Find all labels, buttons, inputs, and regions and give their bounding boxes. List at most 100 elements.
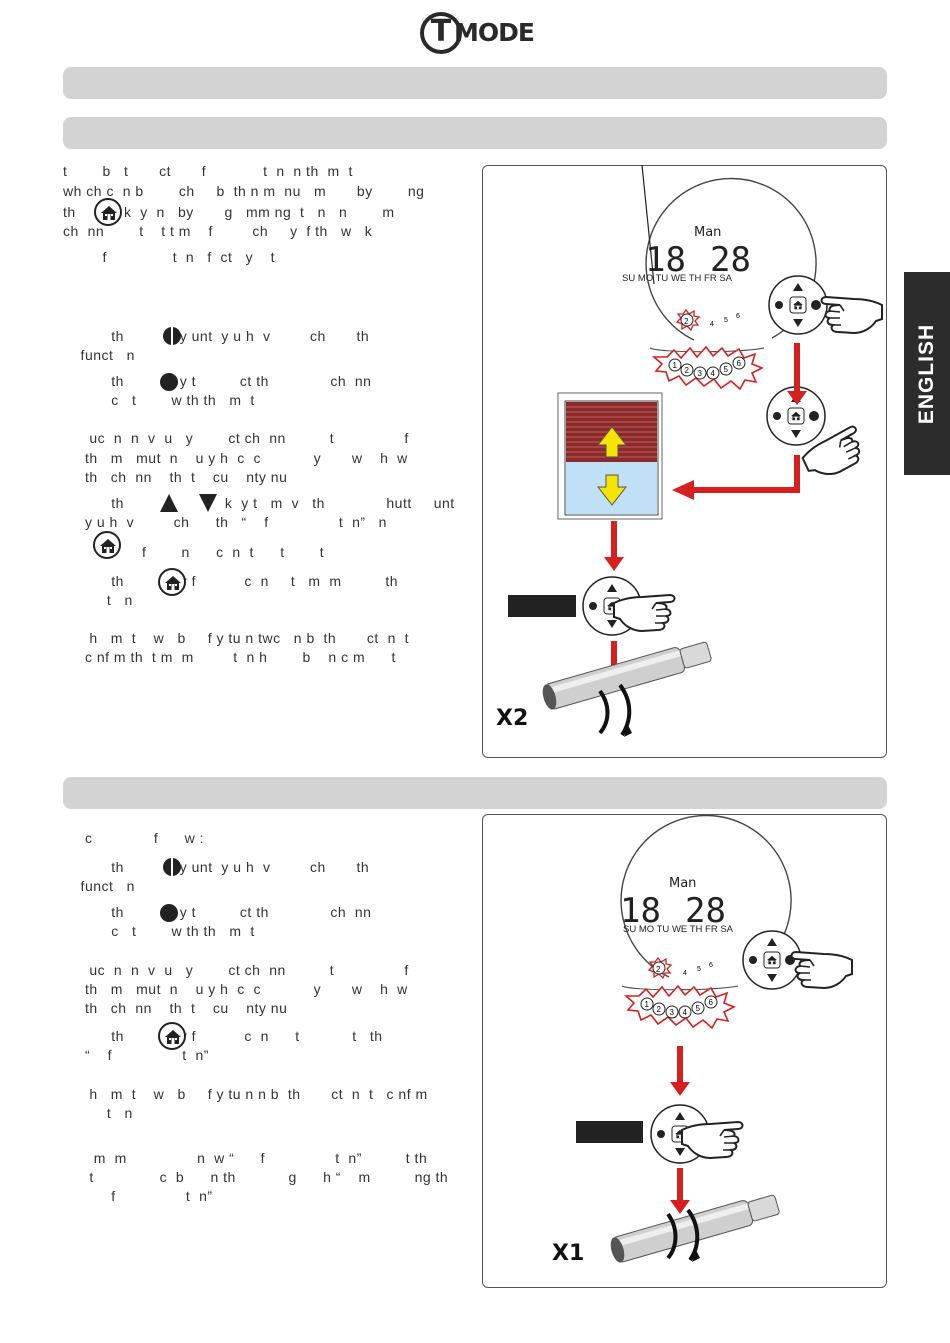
display-hour: 18: [620, 891, 661, 931]
step-line: t c b n th g h “ m ng th: [63, 1169, 449, 1185]
down-key-icon: [199, 494, 217, 512]
svg-text:6: 6: [709, 998, 714, 1007]
svg-text:4: 4: [711, 369, 716, 378]
channel-6: 6: [709, 962, 713, 969]
channel-burst-small: [675, 308, 701, 332]
channel-burst-small: [647, 956, 673, 980]
step-line: uc n n v u y ct ch nn t f: [63, 430, 409, 446]
step-line: h m t w b f y tu n twc n b th ct n t: [63, 630, 410, 646]
remote-display-outline: [620, 814, 792, 978]
step-line: th k y t ct th ch nn: [63, 904, 372, 920]
intro-line: th k y n by g mm ng t n n m: [63, 204, 395, 220]
step-line: th k y unt y u h v ch th: [63, 859, 370, 875]
step-line: c t w th th m t: [63, 392, 255, 408]
channel-5: 5: [697, 966, 701, 973]
intro-line: c f w :: [63, 830, 205, 846]
figure2-box: [482, 814, 887, 1288]
repeat-count: X1: [552, 1241, 584, 1266]
tmode-logo: T MODE: [420, 12, 535, 56]
mode-key-icon: [163, 858, 181, 876]
home-key-icon: [93, 531, 121, 559]
rotation-arrow: [598, 689, 610, 735]
step-line: c t w th th m t: [63, 923, 255, 939]
step-line: m m n w “ f t n” t th: [63, 1150, 428, 1166]
step-line: f n c n t t t: [63, 544, 325, 560]
press-indicator-label: [576, 1121, 643, 1143]
channel-burst-large: [623, 984, 736, 1030]
logo-circle: [420, 12, 462, 54]
display-minute: 28: [685, 891, 726, 931]
selected-channel: 2: [656, 965, 661, 974]
step-line: t n: [63, 592, 133, 608]
section2-title-bar: [63, 777, 887, 809]
step-line: h m t w b f y tu n n b th ct n t c nf m: [63, 1086, 428, 1102]
up-key-icon: [160, 494, 178, 512]
step-line: funct n: [63, 878, 135, 894]
intro-line: wh ch c n b ch b th n m nu m by ng: [63, 183, 425, 199]
selected-channel: 2: [684, 317, 689, 326]
step-line: “ f t n”: [63, 1047, 209, 1063]
home-key-icon: [158, 1022, 186, 1050]
step-line: funct n: [63, 347, 135, 363]
section1-title-bar: [63, 117, 887, 149]
arrow-red: [677, 1046, 683, 1086]
intro-line: ch nn t t t m f ch y f th w k: [63, 223, 373, 239]
home-key-icon: [158, 568, 186, 596]
motor-tube: [610, 1194, 780, 1263]
rotation-arrow: [666, 1212, 678, 1260]
figure1-illustration: Man 18 28 SU MO TU WE TH FR SA 2 4 5 6 1…: [496, 165, 883, 737]
home-key-icon: [94, 198, 122, 226]
display-day: Man: [669, 876, 696, 891]
step-line: th ch nn th t cu nty nu: [63, 469, 288, 485]
step-line: f t n”: [63, 1188, 213, 1204]
svg-text:1: 1: [645, 1000, 650, 1009]
press-indicator-label: [508, 595, 576, 617]
channel-4: 4: [710, 321, 714, 328]
weekday-row: SU MO TU WE TH FR SA: [623, 924, 734, 935]
step-line: c nf m th t m m t n h b n c m t: [63, 649, 396, 665]
step-line: th ch nn th t cu nty nu: [63, 1000, 288, 1016]
figure2-illustration: Man 18 28 SU MO TU WE TH FR SA 2 4 5 6 1…: [552, 814, 853, 1266]
select-key-icon: [160, 904, 178, 922]
svg-text:4: 4: [683, 1008, 688, 1017]
step-line: th k y unt y u h v ch th: [63, 328, 370, 344]
burst-channel-row: 1 2 3 4 5 6: [640, 995, 718, 1019]
weekday-row: SU MO TU WE TH FR SA: [622, 273, 733, 284]
arrow-red: [794, 343, 800, 395]
step-line: th k y f c n t m m th: [63, 573, 399, 589]
select-key-icon: [160, 373, 178, 391]
logo-letter: T: [430, 14, 452, 49]
intro-line: t b t ct f t n n th m t: [63, 163, 353, 179]
step-line: th m mut n u y h c c y w h w: [63, 981, 408, 997]
shutter-illustration: [557, 392, 663, 520]
intro-line: f t n f ct y t: [63, 249, 276, 265]
svg-text:5: 5: [724, 365, 729, 374]
pointing-hand-icon: [790, 951, 853, 989]
svg-text:3: 3: [698, 369, 703, 378]
keypad-top: [742, 930, 802, 990]
title-bar: [63, 67, 887, 99]
display-minute: 28: [710, 240, 751, 280]
svg-text:1: 1: [673, 361, 678, 370]
channel-burst-large: [651, 345, 764, 391]
channel-6: 6: [736, 313, 740, 320]
step-line: th k y f c n t t th: [63, 1028, 383, 1044]
channel-4: 4: [683, 970, 687, 977]
step-line: th k y t ct th ch nn: [63, 373, 372, 389]
pointing-hand-icon: [820, 296, 883, 334]
svg-text:2: 2: [685, 366, 690, 375]
motor-tube: [542, 641, 712, 710]
svg-text:2: 2: [657, 1005, 662, 1014]
svg-text:3: 3: [670, 1008, 675, 1017]
step-line: t n: [63, 1105, 133, 1121]
svg-text:5: 5: [696, 1004, 701, 1013]
keypad-top: [768, 275, 828, 335]
step-line: th m mut n u y h c c y w h w: [63, 450, 408, 466]
language-tab: ENGLISH: [904, 272, 950, 475]
step-line: th k y t m v th hutt unt: [63, 495, 455, 511]
logo-word: MODE: [454, 18, 535, 47]
channel-5: 5: [724, 317, 728, 324]
repeat-count: X2: [496, 706, 528, 731]
language-label: ENGLISH: [915, 323, 938, 424]
mode-key-icon: [163, 327, 181, 345]
